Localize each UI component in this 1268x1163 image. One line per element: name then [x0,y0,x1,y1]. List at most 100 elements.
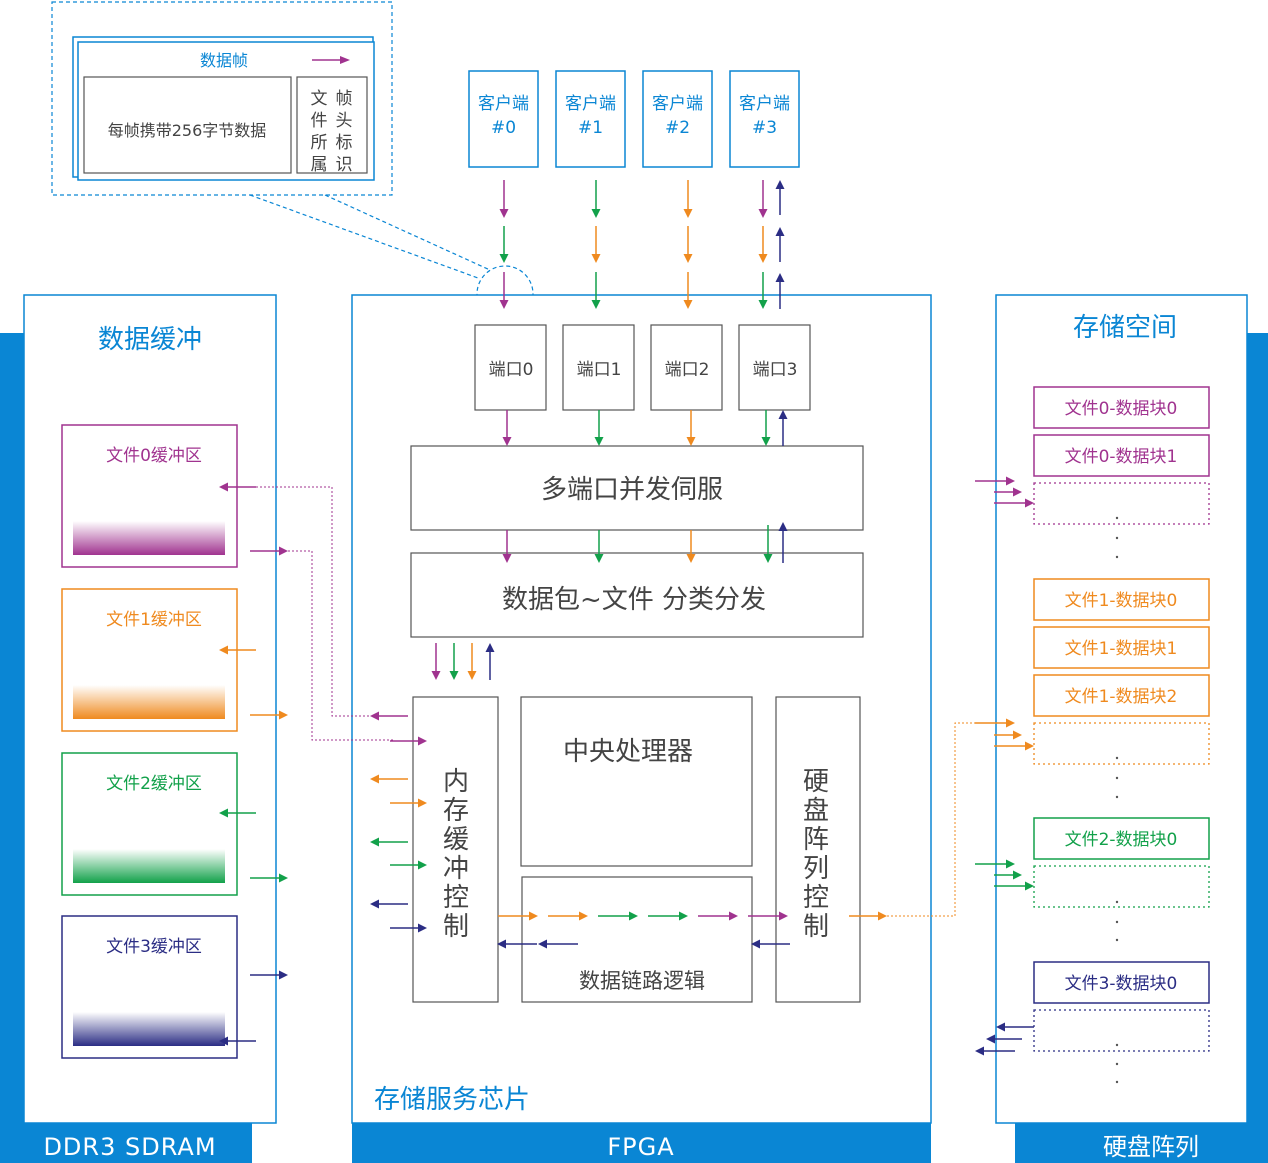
port-label: 端口0 [489,360,534,380]
port-label: 端口3 [753,360,798,380]
arrow-head [775,180,785,189]
arrow-head [729,911,738,921]
port-box [474,324,547,411]
arrow-head [778,522,788,531]
disk-footer: 硬盘阵列 [1103,1133,1199,1161]
client-number: #1 [578,118,603,138]
mux-label: 多端口并发伺服 [541,475,723,505]
disk-ctrl-char: 控 [803,883,829,913]
arrow-head [1006,859,1015,869]
frame-header-char: 标 [336,133,353,153]
frame-header-char: 识 [336,155,353,175]
arrow-head [279,546,288,556]
flow-arrow [683,180,693,218]
data-block [1033,386,1210,429]
data-block [1033,817,1210,860]
arrow-head [1025,741,1034,751]
chip-label: 存储服务芯片 [374,1085,530,1115]
buffer-fill-bar [73,521,225,555]
flow-arrow [370,837,408,847]
arrow-head [418,860,427,870]
client-number: #3 [752,118,777,138]
continuation-dot [1115,795,1119,799]
disk-ctrl-box [775,696,861,1003]
arrow-head [763,554,773,563]
flow-arrow [548,911,588,921]
arrow-head [370,711,379,721]
flow-arrow [994,870,1022,880]
arrow-head [497,939,506,949]
disk-ctrl-char: 阵 [803,825,829,855]
frame-file-char: 属 [311,155,328,175]
continuation-dot [1115,920,1119,924]
continuation-dot [1115,555,1119,559]
flow-arrow [986,1034,1022,1044]
arrow-head [591,254,601,263]
continuation-dot [1115,1043,1119,1047]
continuation-dot [1115,776,1119,780]
arrow-head [591,300,601,309]
flow-arrow [485,643,495,680]
arrow-head [779,911,788,921]
flow-arrow [390,923,427,933]
empty-block-slot [1033,1009,1210,1052]
client-box [642,70,713,168]
arrow-head [975,1046,984,1056]
empty-block-slot [1033,722,1210,765]
mux-box [410,445,864,531]
flow-arrow [591,226,601,263]
link-box [521,876,753,1003]
flow-arrow [502,410,512,446]
buffer-label: 文件0缓冲区 [106,446,202,466]
mem-ctrl-char: 内 [443,767,469,797]
flow-arrow [370,899,408,909]
arrow-head [686,554,696,563]
flow-arrow [683,226,693,263]
flow-connector [887,722,975,917]
arrow-head [279,710,288,720]
flow-arrow [758,180,768,218]
arrow-head [683,300,693,309]
flow-arrow [996,1022,1034,1032]
flow-arrow [390,798,427,808]
arrow-head [683,209,693,218]
flow-arrow [498,911,538,921]
arrow-head [467,671,477,680]
flow-arrow [975,718,1015,728]
disk-ctrl-char: 盘 [803,796,829,826]
flow-arrow [994,881,1034,891]
arrow-head [529,911,538,921]
arrow-head [370,774,379,784]
arrow-head [1013,870,1022,880]
arrow-head [449,671,459,680]
arrow-head [1006,476,1015,486]
disk-ctrl-char: 制 [803,912,829,942]
data-block [1033,961,1210,1004]
buffer-label: 文件3缓冲区 [106,937,202,957]
flow-arrow [758,272,768,309]
mem-ctrl-char: 存 [443,796,469,826]
arrow-head [591,209,601,218]
client-label: 客户端 [565,94,616,114]
frame-data-text: 每帧携带256字节数据 [108,121,267,140]
flow-arrow [686,410,696,446]
flow-arrow [994,498,1034,508]
data-block-label: 文件0-数据块1 [1065,447,1178,467]
data-block [1033,626,1210,669]
arrow-head [778,410,788,419]
empty-block-slot [1033,865,1210,908]
data-block-label: 文件0-数据块0 [1065,399,1178,419]
mem-ctrl-char: 控 [443,883,469,913]
frame-header-char: 头 [336,111,353,131]
mem-ctrl-char: 制 [443,912,469,942]
disk-ctrl-char: 硬 [803,767,829,797]
continuation-dot [1115,900,1119,904]
frame-header-char: 帧 [336,89,353,109]
flow-arrow [761,410,771,446]
disk-panel: 硬盘阵列 存储空间 文件0-数据块0文件0-数据块1文件1-数据块0文件1-数据… [995,294,1268,1163]
arrow-head [279,873,288,883]
flow-arrow [499,226,509,263]
